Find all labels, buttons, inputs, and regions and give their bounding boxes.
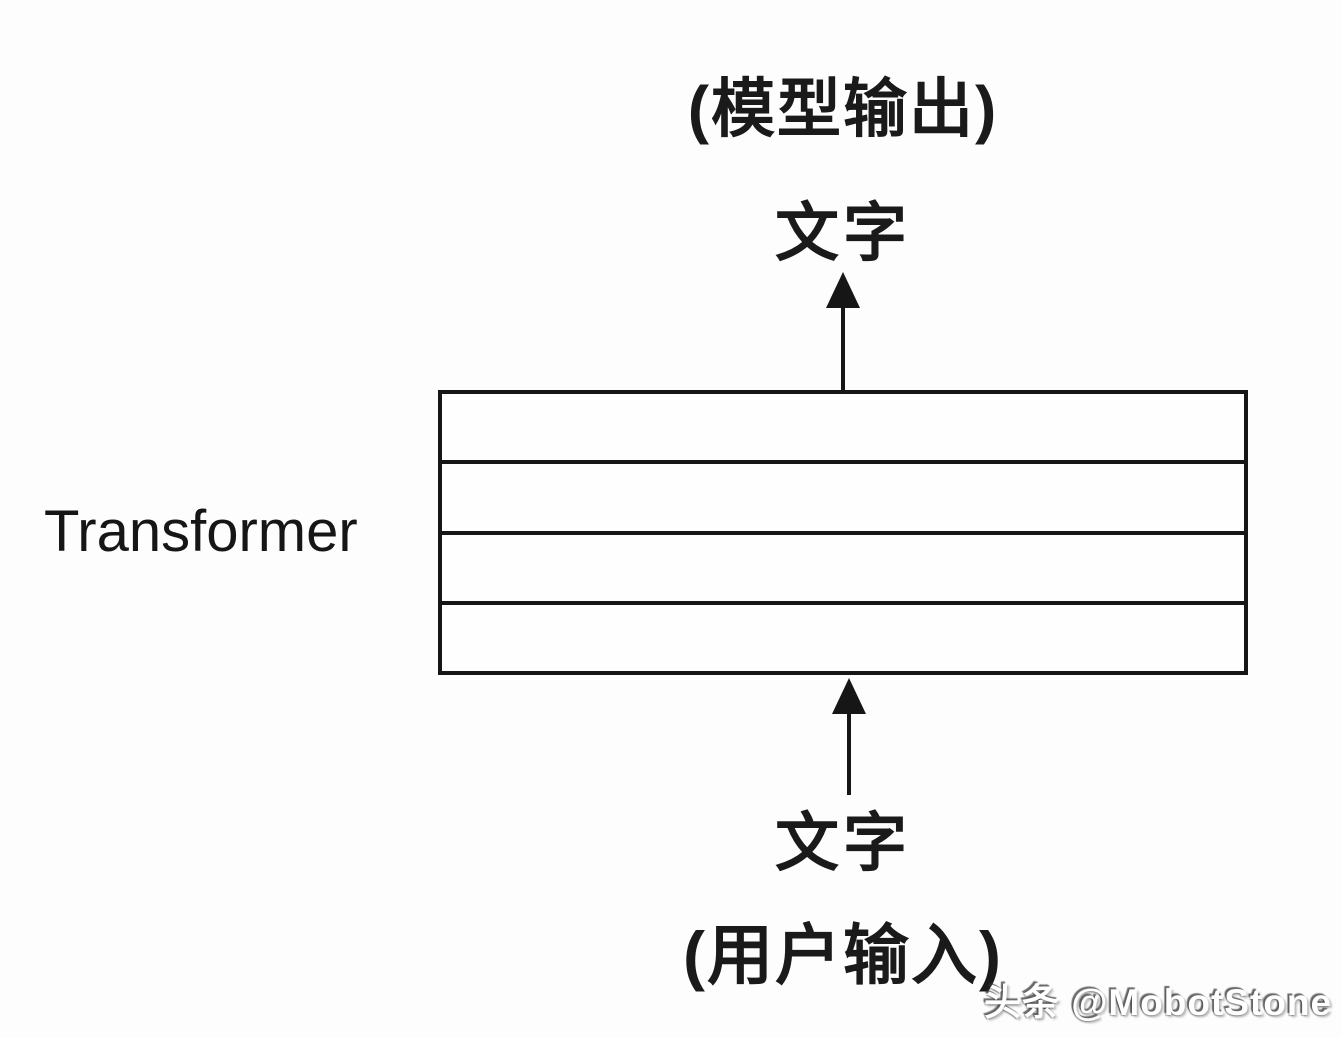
input-text-label: 文字 (775, 807, 911, 879)
transformer-layer-row (442, 394, 1244, 465)
output-text-label: 文字 (775, 197, 911, 269)
transformer-box (438, 390, 1248, 675)
output-arrow-shaft (841, 302, 845, 390)
transformer-label: Transformer (44, 499, 358, 564)
watermark: 头条 @MobotStone (984, 982, 1333, 1023)
model-output-caption: (模型输出) (687, 73, 999, 145)
input-arrow-icon (832, 678, 866, 795)
transformer-layer-row (442, 604, 1244, 671)
input-arrow-shaft (847, 708, 851, 795)
transformer-layer-row (442, 534, 1244, 605)
transformer-layer-row (442, 464, 1244, 535)
user-input-caption: (用户输入) (683, 918, 1003, 992)
output-arrow-icon (826, 272, 860, 390)
